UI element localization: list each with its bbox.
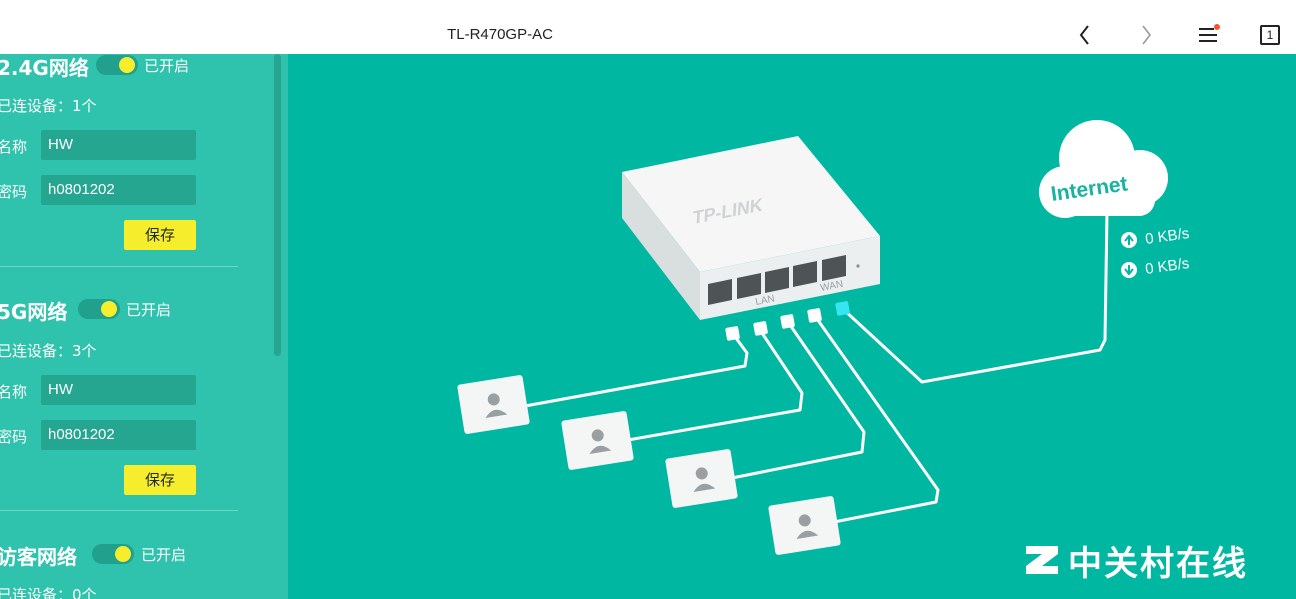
router-top <box>622 136 880 272</box>
zol-watermark: 中关村在线 <box>1022 540 1248 584</box>
wifi-5g-password-label: 密码 <box>0 428 28 446</box>
toggle-knob <box>119 57 135 73</box>
wifi-24g-toggle-state: 已开启 <box>144 57 190 75</box>
user-icon <box>591 429 604 442</box>
router-device: TP-LINK LAN WAN <box>622 136 880 320</box>
client-device <box>665 449 738 508</box>
back-button[interactable] <box>1072 22 1098 48</box>
lan-port <box>708 279 732 305</box>
cable-lan-1 <box>523 332 749 408</box>
cable-plugs <box>725 301 850 341</box>
lan-port <box>737 273 761 299</box>
forward-button[interactable] <box>1133 22 1159 48</box>
wifi-5g-password-input[interactable]: h0801202 <box>41 420 196 450</box>
zol-logo-icon <box>1026 546 1058 574</box>
tabs-count: 1 <box>1266 28 1274 42</box>
tabs-count-icon: 1 <box>1260 25 1280 45</box>
cable-lan-2 <box>626 328 804 442</box>
topology-diagram: TP-LINK LAN WAN Internet 0 KB/s 0 KB/s <box>457 120 1190 555</box>
lan-port <box>765 267 789 293</box>
chevron-left-icon <box>1079 25 1089 45</box>
wifi-5g-toggle-state: 已开启 <box>126 301 172 319</box>
user-icon <box>695 467 708 480</box>
guest-network-connected: 已连设备：0个 <box>0 586 97 599</box>
guest-network-toggle-state: 已开启 <box>141 546 187 564</box>
traffic-rates: 0 KB/s 0 KB/s <box>1121 225 1190 278</box>
wifi-5g-name-input[interactable]: HW <box>41 375 196 405</box>
cable-wan <box>841 210 1109 384</box>
toggle-knob <box>115 546 131 562</box>
wifi-24g-title: 2.4G网络 <box>0 56 89 80</box>
internet-cloud: Internet <box>1039 120 1168 218</box>
chevron-right-icon <box>1142 25 1152 45</box>
plug <box>807 308 822 323</box>
router-front <box>700 236 880 320</box>
page-title: TL-R470GP-AC <box>447 26 553 43</box>
wifi-5g-save-button[interactable]: 保存 <box>124 465 196 495</box>
wan-plug-lit <box>835 301 850 316</box>
user-icon <box>487 393 500 406</box>
lan-label: LAN <box>754 293 775 308</box>
section-divider <box>0 510 238 511</box>
wifi-5g-name-label: 名称 <box>0 383 28 401</box>
guest-network-title: 访客网络 <box>0 545 77 569</box>
cable-lan-3 <box>730 320 866 480</box>
wifi-settings-sidebar[interactable]: 2.4G网络 已开启 已连设备：1个 名称 HW 密码 h0801202 保存 … <box>0 54 288 599</box>
menu-button[interactable] <box>1196 22 1222 48</box>
wifi-24g-save-button[interactable]: 保存 <box>124 220 196 250</box>
wifi-24g-password-label: 密码 <box>0 183 28 201</box>
section-divider <box>0 266 238 267</box>
network-topology-panel: TP-LINK LAN WAN Internet 0 KB/s 0 KB/s <box>288 54 1296 599</box>
guest-network-toggle[interactable] <box>92 544 134 564</box>
ethernet-ports <box>708 255 846 305</box>
client-device <box>768 496 841 555</box>
user-icon <box>798 514 811 527</box>
watermark-text: 中关村在线 <box>1068 543 1248 584</box>
top-bar: TL-R470GP-AC 1 <box>0 0 1296 54</box>
router-side <box>622 172 700 320</box>
wifi-5g-title: 5G网络 <box>0 300 68 324</box>
download-rate: 0 KB/s <box>1144 255 1190 278</box>
cable-lan-4 <box>813 314 940 524</box>
tabs-button[interactable]: 1 <box>1257 22 1283 48</box>
upload-rate: 0 KB/s <box>1144 225 1190 248</box>
wifi-24g-toggle[interactable] <box>96 55 138 75</box>
lan-port <box>793 261 817 287</box>
wan-port <box>822 255 846 281</box>
power-led <box>856 264 860 268</box>
wifi-5g-toggle[interactable] <box>78 299 120 319</box>
wifi-24g-connected: 已连设备：1个 <box>0 97 97 115</box>
client-devices <box>457 375 841 555</box>
wifi-24g-name-input[interactable]: HW <box>41 130 196 160</box>
plug <box>753 321 768 336</box>
wifi-5g-connected: 已连设备：3个 <box>0 342 97 360</box>
plug <box>780 314 795 329</box>
wan-label: WAN <box>819 279 844 294</box>
client-device <box>561 411 634 470</box>
scrollbar-thumb[interactable] <box>274 54 281 356</box>
plug <box>725 326 740 341</box>
cables <box>523 210 1109 524</box>
wifi-24g-name-label: 名称 <box>0 138 28 156</box>
toggle-knob <box>101 301 117 317</box>
menu-icon <box>1199 24 1220 42</box>
client-device <box>457 375 530 434</box>
wifi-24g-password-input[interactable]: h0801202 <box>41 175 196 205</box>
